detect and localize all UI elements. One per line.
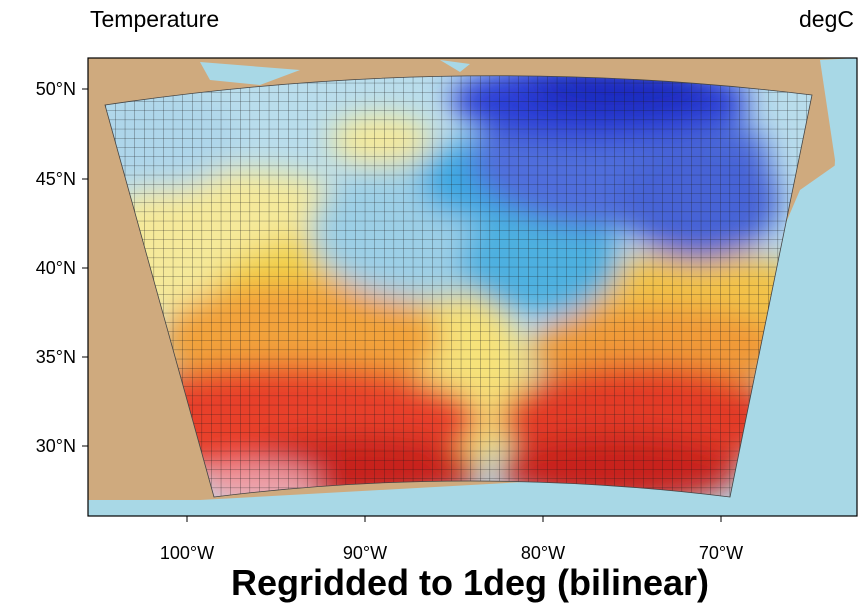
lat-tick-label: 30°N <box>36 436 76 456</box>
domain-outline <box>104 75 813 498</box>
lon-tick-label: 70°W <box>699 543 743 563</box>
lon-tick-label: 80°W <box>521 543 565 563</box>
lat-tick-label: 50°N <box>36 79 76 99</box>
lat-tick-label: 35°N <box>36 347 76 367</box>
lake <box>440 60 470 72</box>
lon-axis: 100°W 90°W 80°W 70°W <box>160 516 743 563</box>
grid-mesh <box>105 75 812 497</box>
gulf <box>88 480 610 516</box>
atlantic <box>720 58 857 516</box>
lat-tick-label: 45°N <box>36 169 76 189</box>
variable-label: Temperature <box>90 6 220 32</box>
lat-axis: 50°N 45°N 40°N 35°N 30°N <box>36 79 88 456</box>
plot-title: Regridded to 1deg (bilinear) <box>230 562 710 603</box>
plot-frame <box>87 57 858 517</box>
lon-tick-label: 90°W <box>343 543 387 563</box>
lon-tick-label: 100°W <box>160 543 214 563</box>
units-label: degC <box>799 6 854 32</box>
lat-tick-label: 40°N <box>36 258 76 278</box>
lake <box>200 62 300 85</box>
